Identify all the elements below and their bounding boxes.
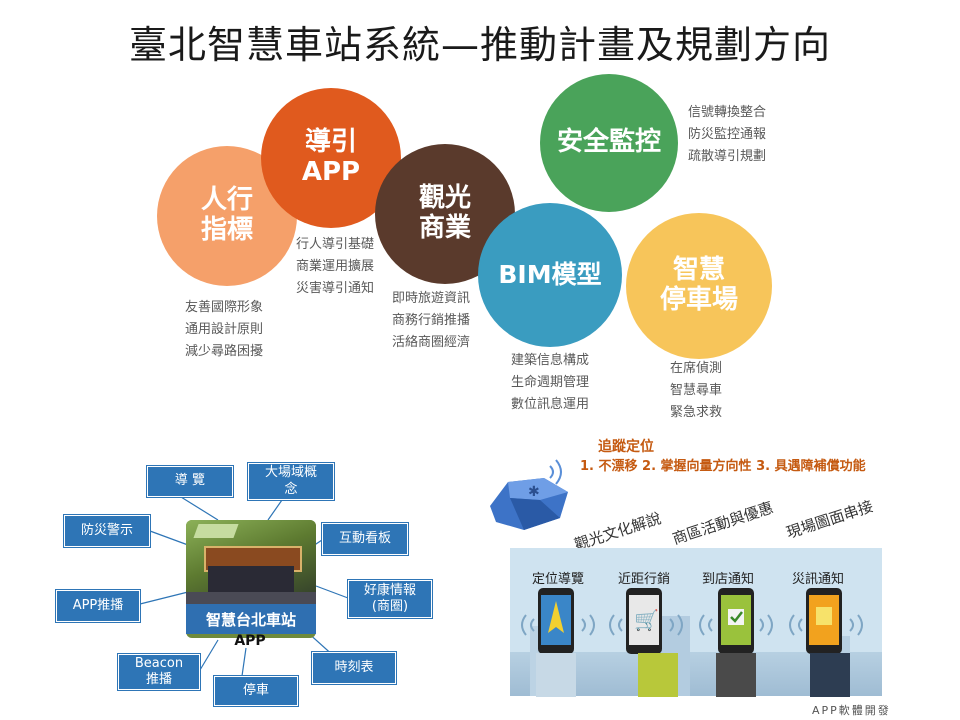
svg-text:🛒: 🛒	[634, 608, 659, 632]
node-disaster: 防災警示	[64, 515, 150, 547]
tracking-items: 1. 不漂移 2. 掌握向量方向性 3. 具遇障補償功能	[580, 455, 866, 474]
phones-graphic: 🛒	[510, 585, 882, 697]
node-large-field: 大場域概 念	[248, 463, 334, 500]
node-timetable: 時刻表	[312, 652, 396, 684]
tracking-title: 追蹤定位	[598, 436, 654, 456]
app-banner: 智慧台北車站	[186, 604, 316, 634]
beacon-device-icon: ✱	[480, 448, 580, 538]
svg-text:✱: ✱	[528, 484, 540, 500]
node-beacon: Beacon 推播	[118, 654, 200, 690]
node-push: APP推播	[56, 590, 140, 622]
node-deals: 好康情報 (商圈)	[348, 580, 432, 618]
caption: APP軟體開發	[812, 702, 891, 718]
node-parking: 停車	[214, 676, 298, 706]
node-tour: 導 覽	[147, 466, 233, 497]
app-label: APP	[230, 633, 270, 649]
node-board: 互動看板	[322, 523, 408, 555]
